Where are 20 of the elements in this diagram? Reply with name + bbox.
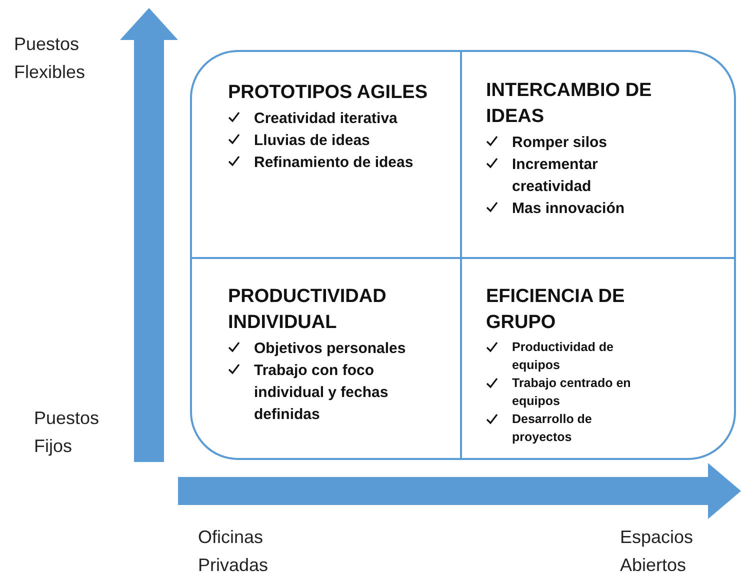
matrix-frame: [190, 50, 736, 460]
bullet-text: Creatividad iterativa: [254, 109, 398, 129]
bullet-text: Productividad de equipos: [512, 339, 614, 374]
bullet-text: Incrementar creatividad: [512, 155, 599, 197]
axis-label: Espacios Abiertos: [620, 526, 694, 577]
quadrant-heading: INTERCAMBIO DE IDEAS: [486, 79, 653, 129]
bullet-text: Lluvias de ideas: [254, 131, 370, 151]
bullet-text: Mas innovación: [512, 199, 625, 219]
axis-label: Oficinas Privadas: [198, 526, 270, 577]
bullet-text: Romper silos: [512, 133, 608, 153]
bullet-text: Trabajo centrado en equipos: [512, 375, 632, 410]
quadrant-heading: EFICIENCIA DE GRUPO: [486, 285, 626, 335]
axis-label: Puestos Fijos: [34, 407, 100, 458]
quadrant-heading: PROTOTIPOS AGILES: [228, 81, 428, 105]
axis-label: Puestos Flexibles: [14, 33, 86, 84]
bullet-text: Refinamiento de ideas: [254, 153, 414, 173]
bullet-text: Desarrollo de proyectos: [512, 411, 593, 446]
bullet-text: Trabajo con foco individual y fechas definidas: [254, 361, 390, 425]
bullet-text: Objetivos personales: [254, 339, 406, 359]
quadrant-heading: PRODUCTIVIDAD INDIVIDUAL: [228, 285, 388, 335]
